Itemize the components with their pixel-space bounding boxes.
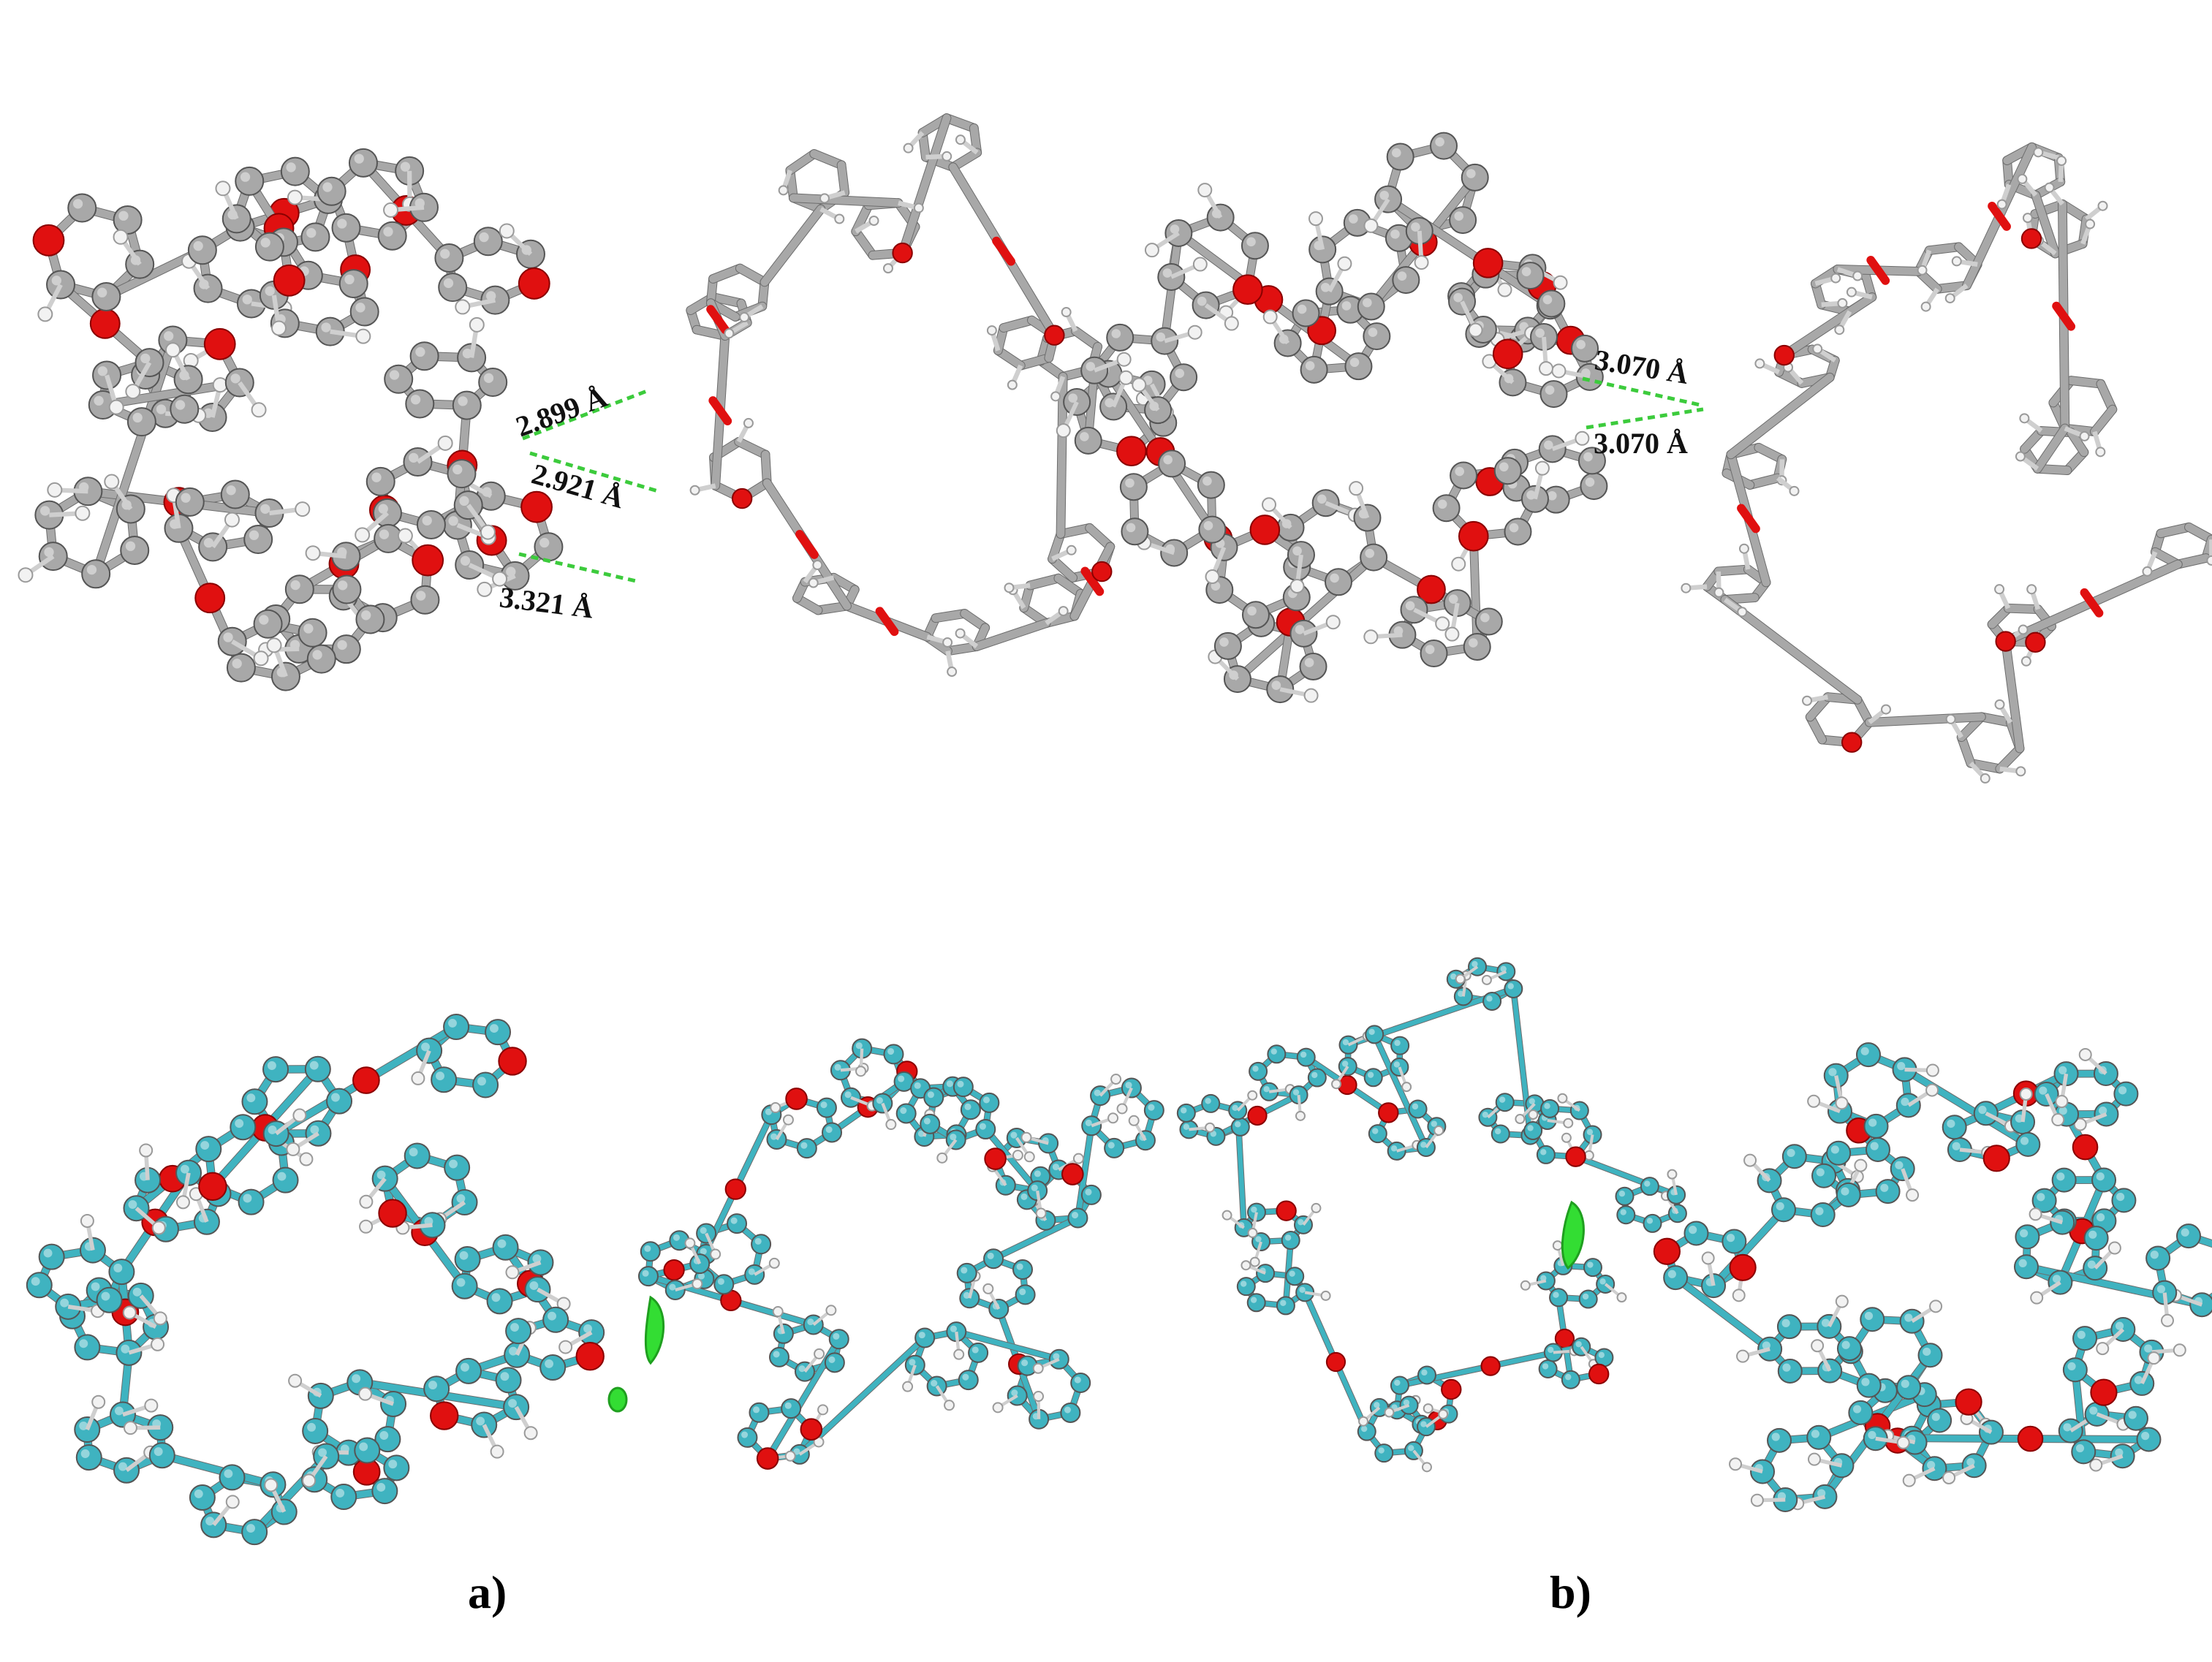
distance-label-b2: 3.070 Å xyxy=(1594,427,1688,460)
contacts-b xyxy=(1582,376,1704,430)
isosurface-a xyxy=(607,1295,665,1413)
molecule-top-right-stick xyxy=(1681,142,2212,784)
molecule-top-right-ball xyxy=(1056,132,1608,704)
contacts-a xyxy=(518,389,659,583)
panel-label-a: a) xyxy=(468,1566,507,1618)
distance-label-a1: 2.899 Å xyxy=(512,380,612,443)
molecule-bottom-right-b xyxy=(1653,1042,2212,1513)
contact-line-a3 xyxy=(518,552,637,583)
contact-line-a2 xyxy=(529,451,659,493)
contact-line-b1 xyxy=(1582,376,1704,408)
panel-label-b: b) xyxy=(1550,1566,1591,1618)
distance-label-a3: 3.321 Å xyxy=(498,580,596,624)
molecule-bottom-left-a xyxy=(26,1014,605,1546)
molecule-bottom-right-a xyxy=(1176,957,1687,1473)
contact-line-a1 xyxy=(522,389,648,441)
isosurface-b xyxy=(1561,1200,1585,1270)
contact-line-b2 xyxy=(1586,407,1704,430)
molecule-top-left-ball xyxy=(18,148,564,691)
molecule-bottom-left-b xyxy=(637,1038,1164,1470)
molecule-top-left-stick xyxy=(686,113,1116,678)
